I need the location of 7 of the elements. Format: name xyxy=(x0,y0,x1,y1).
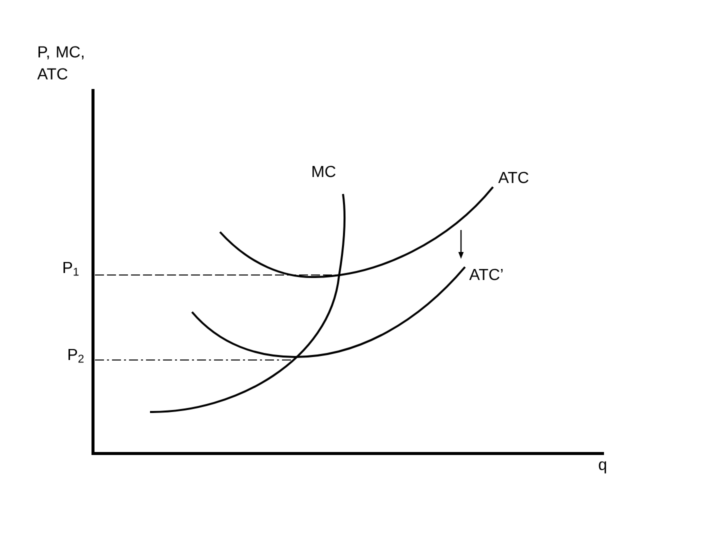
tick-label: P$_{1}$ xyxy=(64,262,79,276)
axis-label: q xyxy=(598,461,606,474)
axis-label: P, MC, ATC xyxy=(37,46,84,80)
curve-label: ATC xyxy=(498,172,528,184)
curve-label: MC xyxy=(312,166,336,178)
curve-label: ATC’ xyxy=(469,268,503,280)
tick-label: P$_{2}$ xyxy=(68,348,84,363)
